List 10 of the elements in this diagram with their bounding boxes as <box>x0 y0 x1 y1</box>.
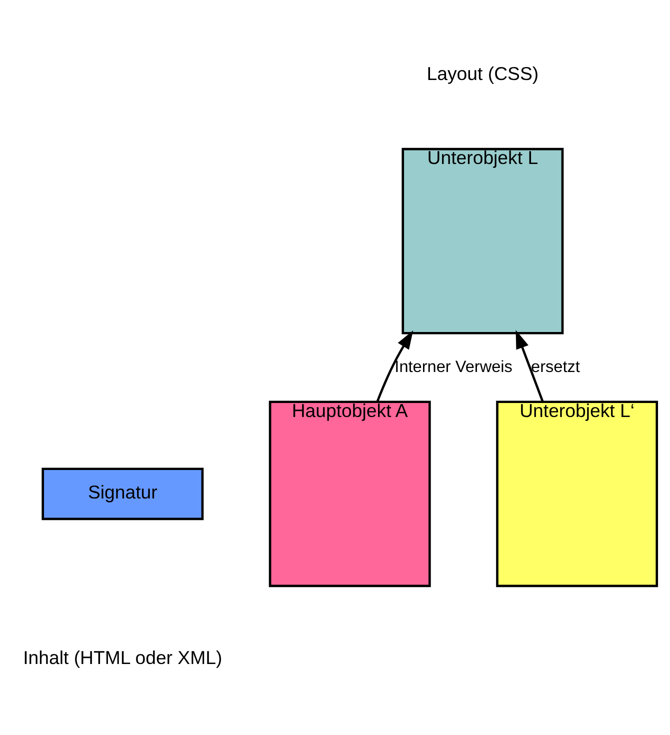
arrow <box>376 330 414 402</box>
node-box: Signatur <box>42 468 204 520</box>
label: Layout (CSS) <box>426 63 539 84</box>
arrow <box>516 330 544 402</box>
label: Inhalt (HTML oder XML) <box>23 646 222 668</box>
edge-label: Interner Verweis <box>394 358 512 376</box>
node-box: Unterobjekt L <box>402 148 564 334</box>
node-box: Unterobjekt L‘ <box>496 400 658 588</box>
edge-label: ersetzt <box>531 358 580 376</box>
node-box: Hauptobjekt A <box>268 400 431 588</box>
